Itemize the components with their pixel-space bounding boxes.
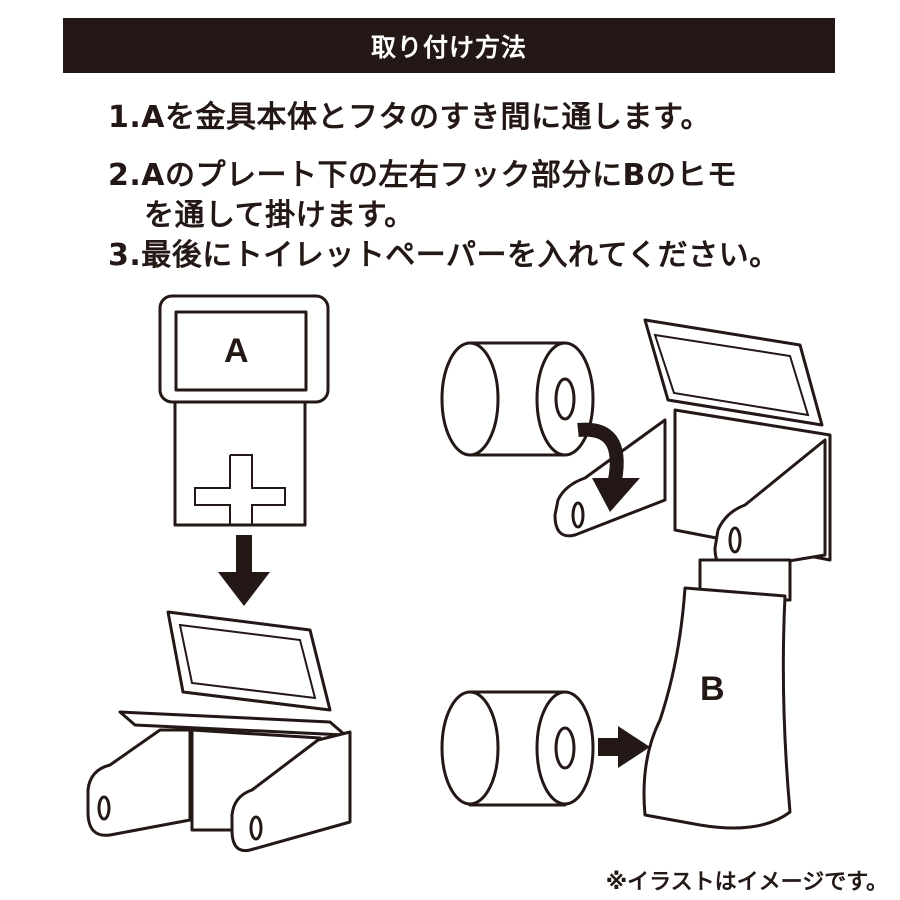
holder-right: [553, 318, 832, 602]
header-title: 取り付け方法: [370, 32, 527, 62]
part-a-label: A: [224, 332, 249, 370]
curved-arrow-icon: [577, 422, 640, 512]
down-arrow-icon: [218, 535, 270, 606]
toilet-paper-roll-bottom: [440, 690, 595, 807]
image-disclaimer-note: ※イラストはイメージです。: [605, 870, 888, 895]
part-a-plate: A: [158, 294, 330, 527]
part-b-label: B: [700, 670, 725, 708]
step-3: 3.最後にトイレットペーパーを入れてください。: [108, 238, 780, 273]
step-2-line-1: 2.Aのプレート下の左右フック部分にBのヒモ: [108, 158, 738, 193]
toilet-paper-roll-top: [440, 341, 595, 457]
section-header: 取り付け方法: [63, 18, 835, 73]
holder-left: [86, 610, 352, 853]
step-1: 1.Aを金具本体とフタのすき間に通します。: [108, 100, 711, 135]
part-b-strap: B: [642, 586, 792, 830]
step-2-line-2: を通して掛けます。: [144, 198, 415, 233]
right-arrow-icon: [598, 726, 650, 768]
